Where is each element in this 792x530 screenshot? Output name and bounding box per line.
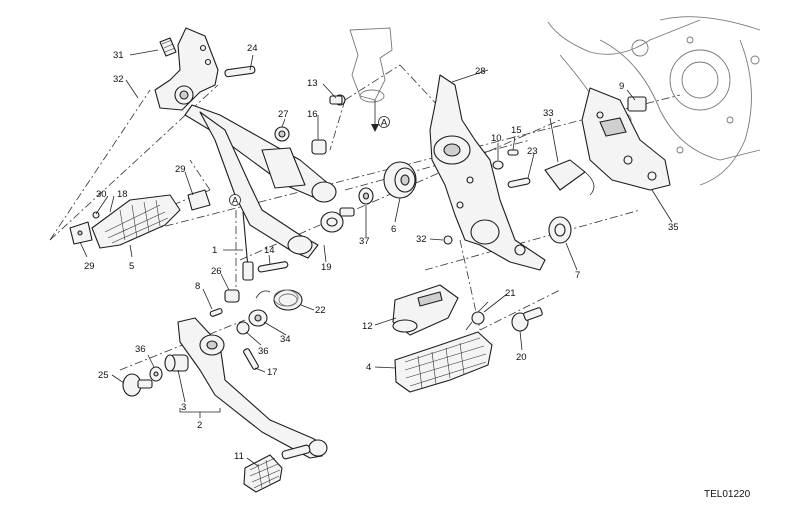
heel-guard-bracket xyxy=(429,74,546,271)
spring-part-21 xyxy=(465,301,489,331)
reference-marker: A A xyxy=(229,116,390,207)
callout-leaders xyxy=(79,49,673,467)
callout-20: 20 xyxy=(516,352,527,363)
callout-34: 34 xyxy=(280,334,291,345)
callout-33: 33 xyxy=(543,108,554,119)
roller-part-6 xyxy=(358,161,417,205)
callout-21: 21 xyxy=(505,288,516,299)
callout-24: 24 xyxy=(247,43,258,54)
callout-13: 13 xyxy=(307,78,318,89)
switch-bracket xyxy=(544,87,671,196)
callout-10: 10 xyxy=(491,133,502,144)
callout-8: 8 xyxy=(195,281,200,292)
spring-part-31 xyxy=(159,37,177,57)
screw-part-17 xyxy=(243,348,259,370)
callout-23: 23 xyxy=(527,146,538,157)
callout-12: 12 xyxy=(362,321,373,332)
callout-29-lower: 29 xyxy=(84,261,95,272)
callout-19: 19 xyxy=(321,262,332,273)
shift-lever-part-2 xyxy=(177,317,328,460)
small-fasteners xyxy=(443,149,531,245)
callout-35: 35 xyxy=(668,222,679,233)
return-spring-part-22 xyxy=(255,289,303,311)
callout-30: 30 xyxy=(96,189,107,200)
callout-14: 14 xyxy=(264,245,275,256)
drawing-code: TEL01220 xyxy=(704,489,751,500)
callout-9: 9 xyxy=(619,81,624,92)
callout-7: 7 xyxy=(575,270,580,281)
callout-18: 18 xyxy=(117,189,128,200)
callout-11: 11 xyxy=(234,451,244,462)
callout-32-lower: 32 xyxy=(416,234,427,245)
callout-16: 16 xyxy=(307,109,318,120)
callout-15: 15 xyxy=(511,125,522,136)
callout-36-left: 36 xyxy=(135,344,146,355)
footrest-arm xyxy=(184,104,331,259)
callout-25: 25 xyxy=(98,370,109,381)
callout-1: 1 xyxy=(212,245,217,256)
frame-fragment xyxy=(349,27,393,132)
footpeg-part-4 xyxy=(394,331,493,393)
shift-pad-part-11 xyxy=(243,454,283,493)
callout-37: 37 xyxy=(359,236,370,247)
pin-part-24 xyxy=(224,65,256,78)
callout-3: 3 xyxy=(181,402,186,413)
washer-part-34 xyxy=(236,309,268,335)
reference-letter: A xyxy=(232,196,239,207)
callout-26: 26 xyxy=(211,266,222,277)
callout-28: 28 xyxy=(475,66,486,77)
spacer-part-7 xyxy=(548,216,572,244)
callout-32: 32 xyxy=(113,74,124,85)
callout-6: 6 xyxy=(391,224,396,235)
shift-pivot-parts xyxy=(209,211,289,317)
pivot-bolt-parts xyxy=(122,354,189,397)
callout-27: 27 xyxy=(278,109,289,120)
bushings xyxy=(311,94,355,233)
callout-labels: 31 32 24 13 16 27 29 30 18 29 5 1 14 26 … xyxy=(84,43,679,462)
reference-letter: A xyxy=(381,118,388,129)
pin-part-20 xyxy=(511,307,543,332)
callout-36-right: 36 xyxy=(258,346,269,357)
callout-4: 4 xyxy=(366,362,371,373)
rubber-insert-part-12 xyxy=(392,284,459,336)
footpeg-part-5 xyxy=(69,189,211,249)
callout-17: 17 xyxy=(267,367,278,378)
footpeg-bracket xyxy=(154,27,219,111)
callout-31: 31 xyxy=(113,50,124,61)
callout-2: 2 xyxy=(197,420,202,431)
callout-5: 5 xyxy=(129,261,134,272)
callout-29-upper: 29 xyxy=(175,164,186,175)
callout-22: 22 xyxy=(315,305,326,316)
